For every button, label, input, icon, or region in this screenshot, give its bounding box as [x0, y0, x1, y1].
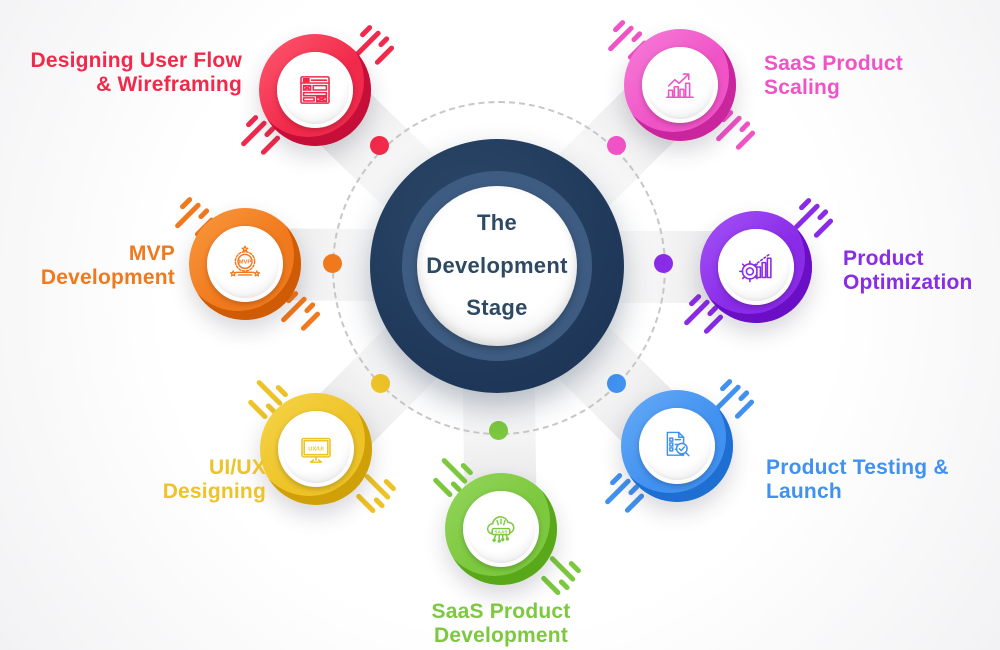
node-saas-product-scaling — [607, 19, 757, 151]
mvp-badge-icon: MVP — [207, 226, 283, 302]
node-ring — [259, 34, 371, 146]
dot-ui-ux-designing — [371, 374, 390, 393]
node-ui-ux-designing: UX/UI — [247, 379, 397, 515]
label-product-testing-launch: Product Testing & Launch — [766, 456, 949, 503]
dot-product-optimization — [654, 254, 673, 273]
node-ring — [700, 211, 812, 323]
node-designing-user-flow — [240, 24, 396, 156]
dot-saas-product-development — [489, 421, 508, 440]
saas-cloud-icon: SAAS — [463, 491, 539, 567]
label-mvp-development: MVP Development — [40, 242, 175, 289]
svg-text:UX/UI: UX/UI — [308, 446, 324, 452]
svg-text:SAAS: SAAS — [494, 529, 507, 535]
label-saas-product-development: SaaS Product Development — [431, 600, 571, 647]
svg-text:MVP: MVP — [239, 260, 252, 266]
center-circle-mid-ring: The Development Stage — [402, 171, 592, 361]
node-ring: MVP — [189, 208, 301, 320]
center-circle: The Development Stage — [370, 139, 624, 393]
label-designing-user-flow: Designing User Flow & Wireframing — [30, 49, 242, 96]
dot-saas-product-scaling — [607, 136, 626, 155]
dot-product-testing-launch — [607, 374, 626, 393]
dot-mvp-development — [323, 254, 342, 273]
node-ring — [621, 390, 733, 502]
center-circle-core: The Development Stage — [417, 186, 577, 346]
dot-designing-user-flow — [370, 136, 389, 155]
wireframe-icon — [277, 52, 353, 128]
node-mvp-development: MVP — [174, 196, 322, 332]
label-product-optimization: Product Optimization — [843, 247, 973, 294]
node-ring: SAAS — [445, 473, 557, 585]
node-ring — [624, 29, 736, 141]
gear-chart-icon — [718, 229, 794, 305]
node-product-optimization — [683, 197, 835, 335]
testing-checklist-icon — [639, 408, 715, 484]
node-product-testing-launch — [604, 378, 756, 514]
label-saas-product-scaling: SaaS Product Scaling — [764, 52, 903, 99]
node-saas-product-development: SAAS — [432, 457, 582, 597]
ux-ui-monitor-icon: UX/UI — [278, 411, 354, 487]
label-ui-ux-designing: UI/UX Designing — [162, 456, 266, 503]
center-title: The Development Stage — [426, 209, 568, 321]
node-ring: UX/UI — [260, 393, 372, 505]
scaling-chart-icon — [642, 47, 718, 123]
